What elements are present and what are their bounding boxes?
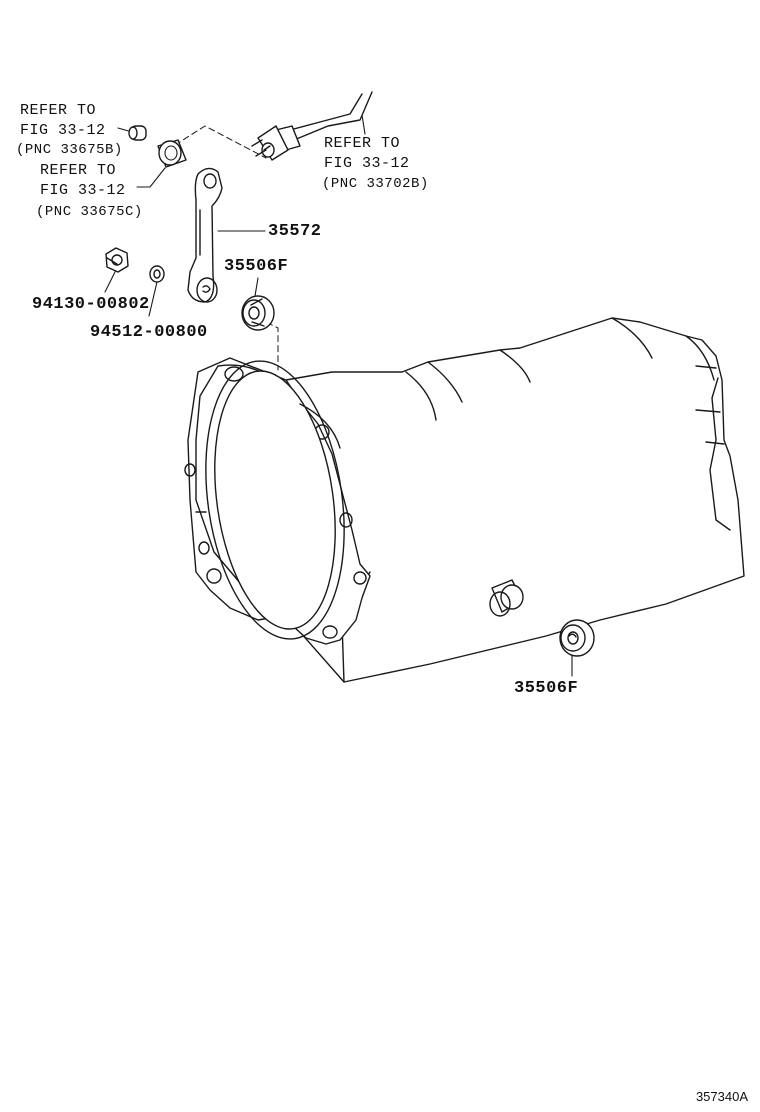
bushing-large (157, 139, 187, 168)
part-number-washer: 94512-00800 (90, 323, 208, 342)
ref-c-line1: REFER TO (324, 135, 401, 152)
part-number-seal-upper: 35506F (224, 257, 289, 276)
ref-a-line2: FIG 33-12 (20, 122, 106, 139)
shift-cable-end (251, 91, 373, 161)
washer (149, 265, 165, 283)
bushing-small (128, 125, 147, 141)
oil-seal-lower (559, 619, 595, 657)
nut (105, 247, 129, 273)
ref-a-pnc: (PNC 33675B) (16, 142, 123, 158)
ref-c-pnc: (PNC 33702B) (322, 176, 429, 192)
oil-seal-upper (241, 295, 275, 331)
part-number-seal-lower: 35506F (514, 679, 579, 698)
part-number-nut: 94130-00802 (32, 295, 150, 314)
part-number-lever: 35572 (268, 222, 322, 241)
transmission-case (184, 317, 745, 683)
leader-lines (104, 114, 573, 677)
ref-b-line2: FIG 33-12 (40, 182, 126, 199)
control-lever (187, 167, 223, 303)
ref-b-line1: REFER TO (40, 162, 117, 179)
illustration-code: 357340A (695, 1089, 748, 1104)
ref-a-line1: REFER TO (20, 102, 97, 119)
selector-shaft-boss (489, 579, 524, 617)
ref-c-line2: FIG 33-12 (324, 155, 410, 172)
ref-b-pnc: (PNC 33675C) (36, 204, 143, 220)
